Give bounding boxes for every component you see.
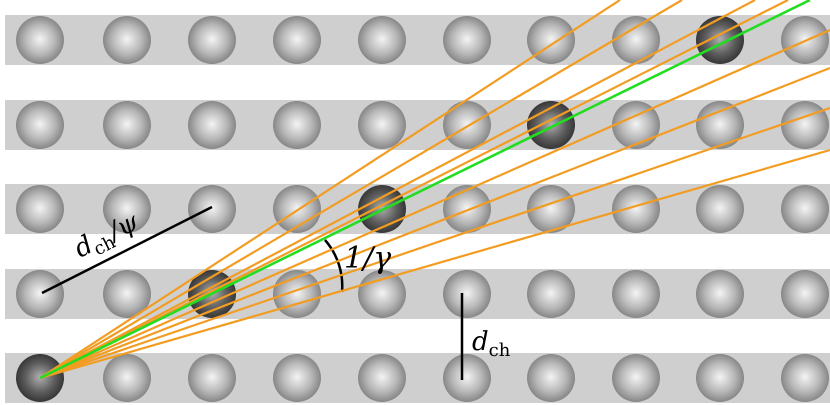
atom: [16, 101, 64, 149]
atom: [527, 185, 575, 233]
atom: [188, 101, 236, 149]
atom: [103, 16, 151, 64]
atom: [103, 270, 151, 318]
atom: [273, 354, 321, 402]
atom: [443, 354, 491, 402]
cone-ray-1: [39, 0, 621, 379]
spacing-label: dch: [472, 327, 511, 361]
atom: [612, 270, 660, 318]
atom: [188, 354, 236, 402]
atom: [612, 101, 660, 149]
ray-lines: [39, 0, 830, 380]
atom: [696, 101, 744, 149]
atom: [612, 185, 660, 233]
atom: [696, 270, 744, 318]
angle-label: 1/γ: [344, 241, 391, 276]
atom: [781, 101, 829, 149]
atom: [16, 270, 64, 318]
atom: [443, 16, 491, 64]
atom: [273, 101, 321, 149]
atom: [358, 16, 406, 64]
atom: [273, 16, 321, 64]
atom: [443, 270, 491, 318]
atom: [443, 101, 491, 149]
atom: [443, 185, 491, 233]
atom: [781, 354, 829, 402]
cone-ray-7: [39, 106, 830, 380]
atom-lattice: [16, 16, 829, 402]
cone-ray-2: [39, 0, 683, 379]
diagonal-spacing-line: [41, 205, 213, 295]
spacing-label-sub: ch: [489, 340, 511, 361]
atom: [16, 16, 64, 64]
atom-highlighted: [696, 16, 744, 64]
spacing-label-d: d: [472, 327, 489, 357]
atom: [781, 185, 829, 233]
annotation-lines: [41, 205, 464, 380]
atom: [781, 270, 829, 318]
atom: [527, 270, 575, 318]
atom: [358, 354, 406, 402]
atom: [103, 101, 151, 149]
atom: [358, 270, 406, 318]
atom: [696, 354, 744, 402]
atom: [16, 185, 64, 233]
cone-ray-6: [39, 66, 830, 380]
cone-ray-4: [39, 0, 789, 379]
atom: [103, 185, 151, 233]
atom: [273, 185, 321, 233]
atom: [612, 16, 660, 64]
central-ray: [39, 0, 811, 380]
angle-arc: [324, 239, 344, 293]
atom: [188, 16, 236, 64]
atom: [188, 185, 236, 233]
atom: [527, 354, 575, 402]
cone-ray-5: [39, 28, 830, 380]
atom: [612, 354, 660, 402]
atom: [696, 185, 744, 233]
atom: [103, 354, 151, 402]
atom: [358, 101, 406, 149]
cone-ray-3: [39, 0, 756, 379]
cone-ray-8: [39, 148, 830, 380]
